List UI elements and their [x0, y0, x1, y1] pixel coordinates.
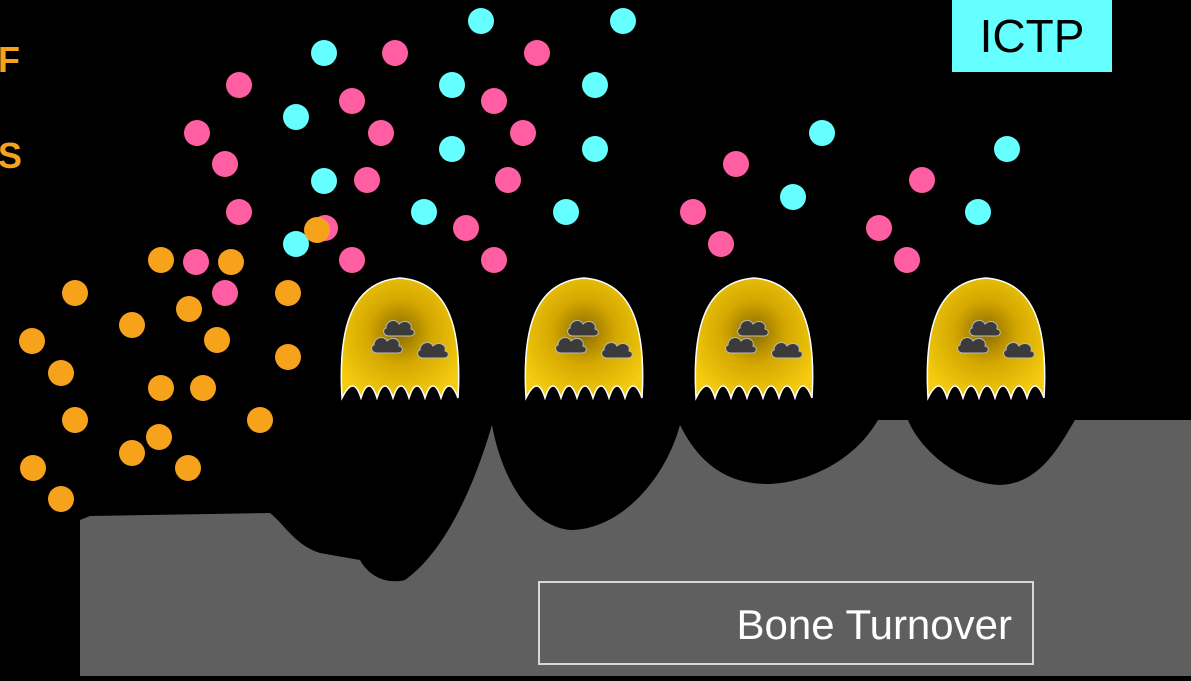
osteoclast-2 [525, 278, 642, 398]
pink-particle [183, 249, 209, 275]
cyan-particle [283, 104, 309, 130]
caption-box: Bone Turnover [538, 581, 1034, 665]
orange-particle [176, 296, 202, 322]
pink-particle [368, 120, 394, 146]
orange-particle [148, 375, 174, 401]
pink-particle [339, 88, 365, 114]
cyan-particle [965, 199, 991, 225]
orange-particle [62, 407, 88, 433]
orange-particles [19, 247, 301, 512]
osteoclast-4 [927, 278, 1044, 398]
cyan-particle [311, 168, 337, 194]
orange-particle [275, 280, 301, 306]
orange-particle [148, 247, 174, 273]
orange-particle [146, 424, 172, 450]
cyan-particle [468, 8, 494, 34]
caption-text: Bone Turnover [736, 601, 1012, 649]
pink-particle [909, 167, 935, 193]
cyan-particle [582, 72, 608, 98]
osteoclast-1 [341, 278, 458, 398]
pink-particle [212, 280, 238, 306]
ictp-label: ICTP [980, 9, 1085, 63]
cyan-particle [610, 8, 636, 34]
pink-particle [184, 120, 210, 146]
pink-particle [894, 247, 920, 273]
cyan-particle [582, 136, 608, 162]
orange-particle [119, 440, 145, 466]
pink-particle [510, 120, 536, 146]
cyan-particle [809, 120, 835, 146]
side-label-f: F [0, 42, 20, 78]
cyan-particle [994, 136, 1020, 162]
cyan-particle [553, 199, 579, 225]
orange-particle [19, 328, 45, 354]
side-label-s: S [0, 138, 22, 174]
osteoclast-3 [695, 278, 812, 398]
osteoclast-body [525, 278, 642, 398]
pink-particle [453, 215, 479, 241]
osteoclast-body [341, 278, 458, 398]
orange-particle [62, 280, 88, 306]
pink-particle [708, 231, 734, 257]
cyan-particle [411, 199, 437, 225]
pink-particle [354, 167, 380, 193]
pink-particle [481, 88, 507, 114]
orange-particle [48, 486, 74, 512]
pink-particle [524, 40, 550, 66]
orange-particle [275, 344, 301, 370]
pink-particle [481, 247, 507, 273]
orange-particle [204, 327, 230, 353]
cyan-particle [439, 72, 465, 98]
pink-particle [339, 247, 365, 273]
osteoclast-body [695, 278, 812, 398]
pink-particle [212, 151, 238, 177]
orange-particle [218, 249, 244, 275]
orange-particle [20, 455, 46, 481]
pink-particle [495, 167, 521, 193]
cyan-particle [780, 184, 806, 210]
pink-particles [183, 40, 935, 306]
pink-particle [723, 151, 749, 177]
orange-particle [247, 407, 273, 433]
pink-particle [226, 72, 252, 98]
cyan-particle [439, 136, 465, 162]
cyan-particle [311, 40, 337, 66]
pink-particle [680, 199, 706, 225]
pink-particle [226, 199, 252, 225]
osteoclast-body [927, 278, 1044, 398]
orange-particle [119, 312, 145, 338]
orange-particle [304, 217, 330, 243]
orange-particle [190, 375, 216, 401]
pink-particle [382, 40, 408, 66]
orange-particle [48, 360, 74, 386]
orange-particle [175, 455, 201, 481]
ictp-marker-box: ICTP [952, 0, 1112, 72]
pink-particle [866, 215, 892, 241]
